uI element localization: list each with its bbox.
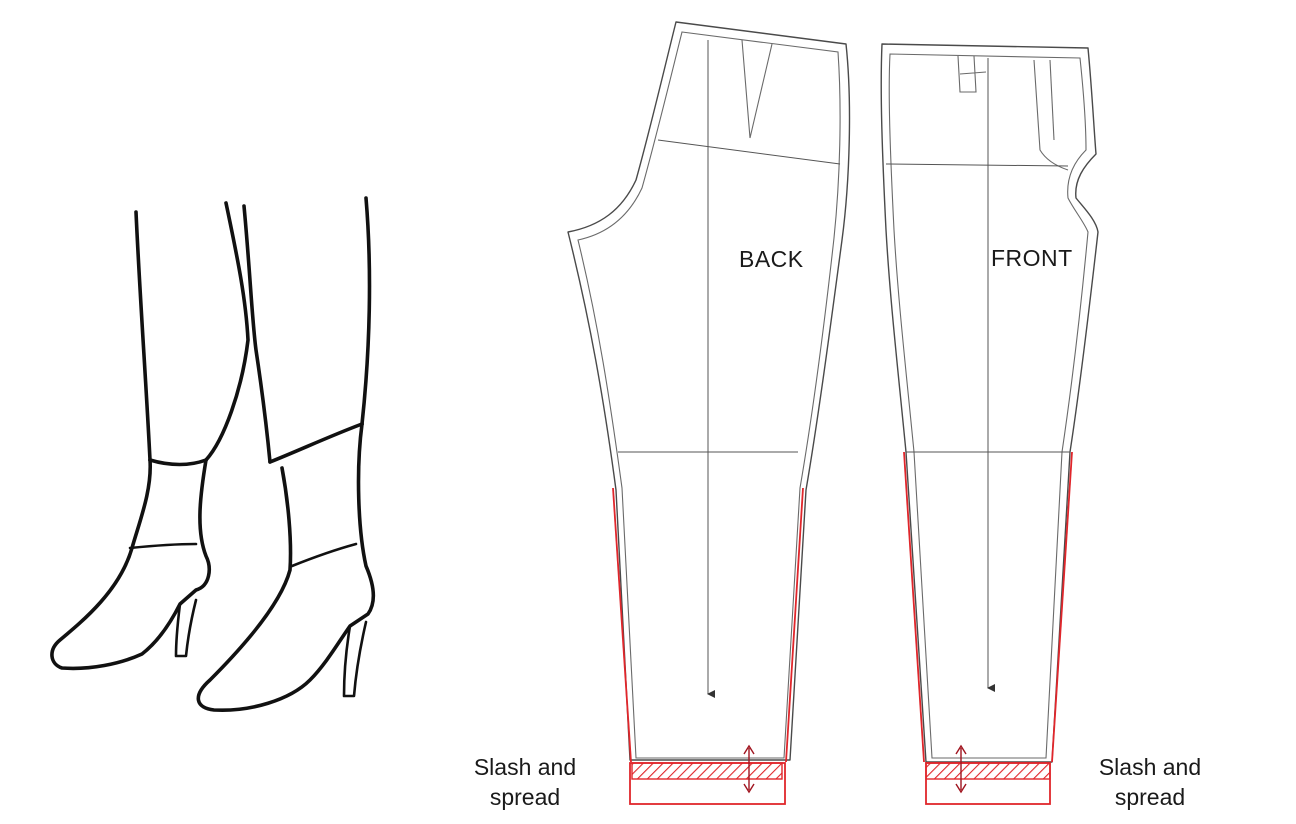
slash-spread-note-left: Slash and spread (474, 754, 576, 810)
slash-note-left-line2: spread (490, 784, 560, 810)
back-hip-line (657, 139, 841, 165)
front-hem-highlight-left (903, 451, 925, 763)
back-added-hem (629, 762, 786, 805)
slash-note-right-line1: Slash and (1099, 754, 1201, 780)
slash-note-left-line1: Slash and (474, 754, 576, 780)
front-fly-detail (957, 55, 987, 93)
front-hem-highlight-right (1051, 451, 1073, 763)
front-inner-outline (888, 53, 1089, 759)
front-spread-band (925, 762, 1051, 780)
back-outer-outline (567, 21, 851, 761)
back-hem-highlight-left (612, 487, 632, 763)
front-pocket-facing (1049, 59, 1055, 141)
front-label: FRONT (991, 245, 1073, 271)
boot-sketch-illustration (50, 196, 376, 713)
back-label: BACK (739, 246, 804, 272)
front-pocket (1033, 59, 1069, 171)
front-spread-arrow (955, 744, 967, 794)
front-added-hem (925, 762, 1051, 805)
back-dart (741, 39, 773, 139)
back-inner-outline (577, 31, 841, 759)
slash-note-right-line2: spread (1115, 784, 1185, 810)
slash-spread-note-right: Slash and spread (1099, 754, 1201, 810)
back-hem-highlight-right (785, 487, 804, 763)
back-pattern-piece: BACK (567, 21, 851, 805)
back-spread-band (631, 762, 783, 780)
front-outer-outline (880, 43, 1099, 763)
front-pattern-piece: FRONT (880, 43, 1099, 805)
front-hip-line (885, 163, 1069, 167)
back-spread-arrow (743, 744, 755, 794)
